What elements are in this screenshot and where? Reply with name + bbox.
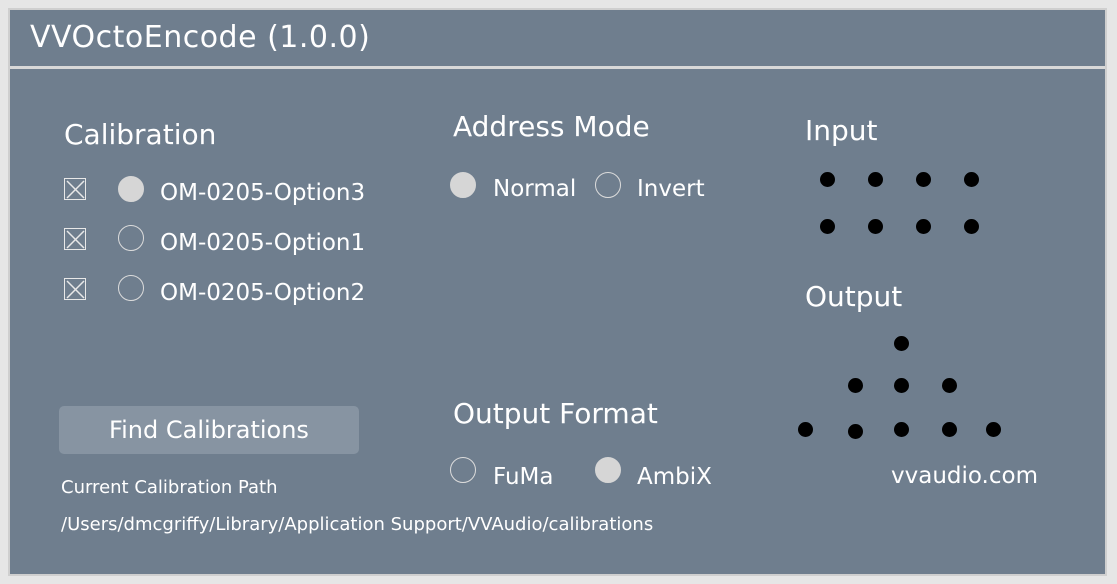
- input-indicator: [916, 172, 931, 187]
- input-indicator: [964, 172, 979, 187]
- calibration-path-label: Current Calibration Path: [61, 477, 278, 498]
- output-indicator: [894, 336, 909, 351]
- output-format-ambix-radio[interactable]: [595, 457, 621, 483]
- input-indicator: [868, 172, 883, 187]
- calibration-path-value: /Users/dmcgriffy/Library/Application Sup…: [61, 514, 654, 535]
- input-indicator: [868, 219, 883, 234]
- address-mode-normal-label: Normal: [493, 176, 577, 202]
- address-mode-normal-radio[interactable]: [450, 172, 476, 198]
- checkbox-x-icon: [66, 180, 85, 199]
- output-format-heading: Output Format: [453, 397, 658, 430]
- calibration-radio-1[interactable]: [118, 176, 144, 202]
- input-indicator: [964, 219, 979, 234]
- output-indicator: [848, 424, 863, 439]
- window-title: VVOctoEncode (1.0.0): [30, 20, 371, 55]
- output-heading: Output: [805, 280, 903, 313]
- website-link[interactable]: vvaudio.com: [891, 463, 1038, 489]
- calibration-checkbox-1[interactable]: [64, 178, 86, 200]
- input-indicator: [820, 172, 835, 187]
- calibration-label-2: OM-0205-Option1: [160, 230, 366, 256]
- calibration-checkbox-2[interactable]: [64, 228, 86, 250]
- output-indicator: [894, 422, 909, 437]
- calibration-radio-3[interactable]: [118, 275, 144, 301]
- output-indicator: [798, 422, 813, 437]
- calibration-radio-2[interactable]: [118, 225, 144, 251]
- calibration-heading: Calibration: [64, 118, 217, 151]
- checkbox-x-icon: [66, 230, 85, 249]
- output-format-fuma-label: FuMa: [493, 464, 554, 490]
- address-mode-heading: Address Mode: [453, 110, 650, 143]
- find-calibrations-button[interactable]: Find Calibrations: [59, 406, 359, 454]
- output-indicator: [848, 378, 863, 393]
- address-mode-invert-label: Invert: [637, 176, 705, 202]
- calibration-checkbox-3[interactable]: [64, 278, 86, 300]
- calibration-label-3: OM-0205-Option2: [160, 280, 366, 306]
- checkbox-x-icon: [66, 280, 85, 299]
- output-indicator: [986, 422, 1001, 437]
- output-format-fuma-radio[interactable]: [450, 457, 476, 483]
- input-indicator: [820, 219, 835, 234]
- address-mode-invert-radio[interactable]: [595, 172, 621, 198]
- calibration-label-1: OM-0205-Option3: [160, 180, 366, 206]
- output-indicator: [894, 378, 909, 393]
- output-format-ambix-label: AmbiX: [637, 464, 712, 490]
- output-indicator: [942, 378, 957, 393]
- input-heading: Input: [805, 114, 878, 147]
- title-bar: VVOctoEncode (1.0.0): [10, 10, 1105, 69]
- plugin-window: VVOctoEncode (1.0.0) Calibration OM-0205…: [8, 8, 1107, 576]
- input-indicator: [916, 219, 931, 234]
- output-indicator: [942, 422, 957, 437]
